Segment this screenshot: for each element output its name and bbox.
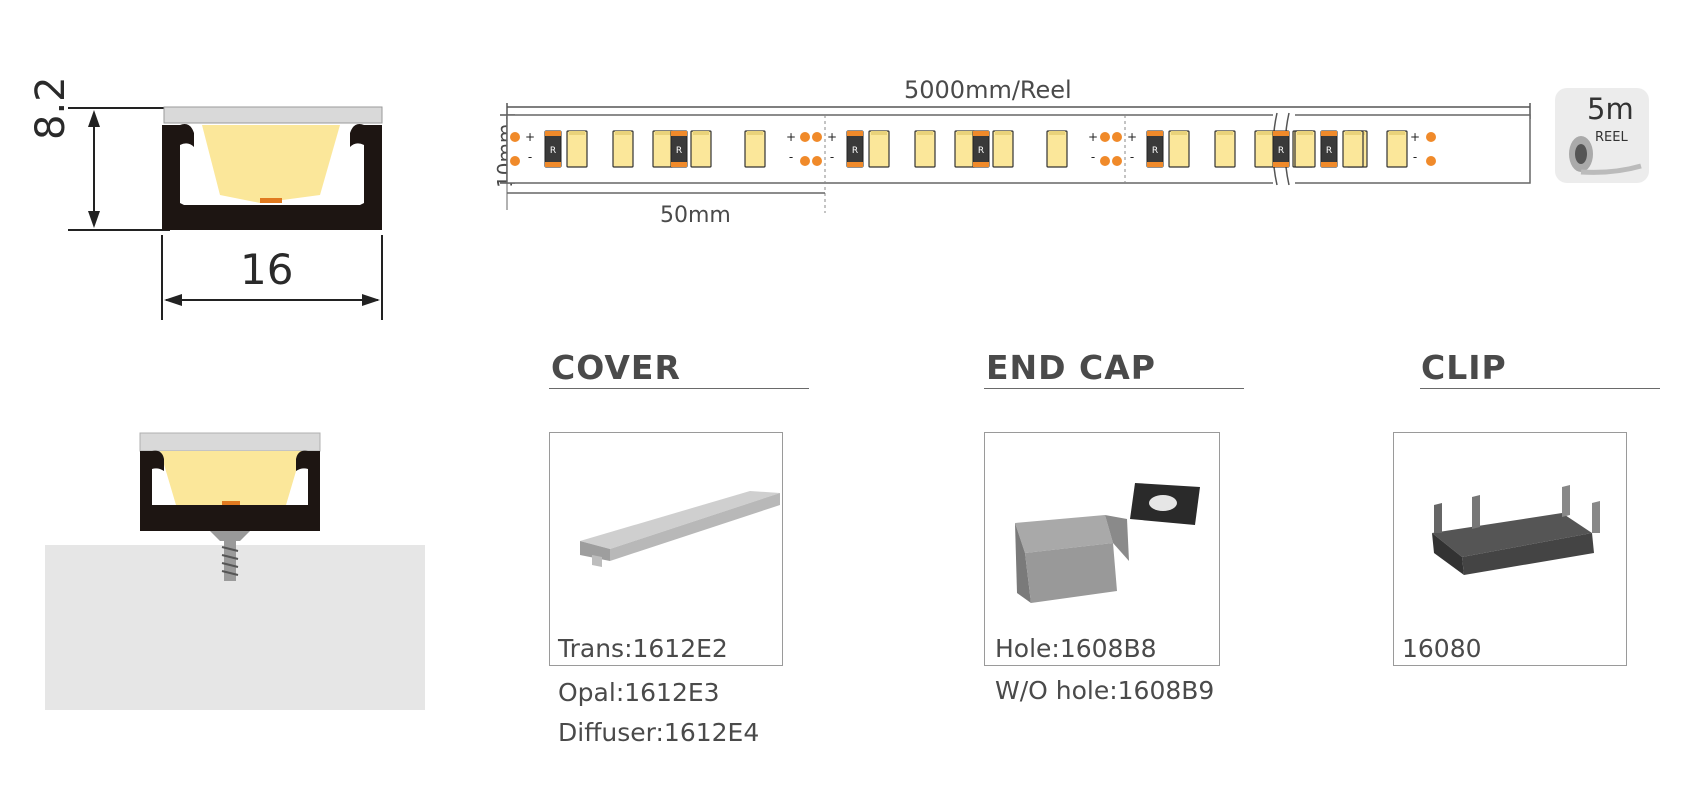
reel-roll-icon (1569, 136, 1642, 175)
led-chip (1214, 130, 1236, 168)
mounted-profile-illustration (45, 432, 425, 710)
reel-icon: 5m REEL (1555, 88, 1649, 183)
cover-code-1: Trans:1612E2 (558, 634, 728, 663)
cover-code-2: Opal:1612E3 (558, 678, 720, 707)
end-cap-code-2: W/O hole:1608B9 (995, 676, 1215, 705)
resistor-mark: R (1326, 146, 1332, 156)
solder-pad (1112, 132, 1122, 142)
led-chip (1046, 130, 1068, 168)
solder-pad (812, 132, 822, 142)
resistor-mark: R (1152, 146, 1158, 156)
solder-pad (510, 156, 520, 166)
led-chip (566, 130, 588, 168)
cover-heading: COVER (551, 348, 681, 387)
led-chip (1294, 130, 1316, 168)
cover-code-3: Diffuser:1612E4 (558, 718, 760, 747)
polarity-sign: - (1413, 150, 1417, 164)
led-chip (652, 130, 674, 168)
resistor-mark: R (1278, 146, 1284, 156)
strip-cut-label: 50mm (660, 203, 731, 228)
led-chip (868, 130, 890, 168)
polarity-sign: + (1088, 130, 1098, 144)
polarity-sign: - (1091, 150, 1095, 164)
polarity-sign: - (830, 150, 834, 164)
solder-pad (812, 156, 822, 166)
led-chip (954, 130, 976, 168)
polarity-sign: + (1410, 130, 1420, 144)
led-strip-diagram: +-RR+-+-RR+-+-RR+-R+- (500, 103, 1531, 213)
polarity-sign: - (528, 150, 532, 164)
cover-part-illustration (580, 491, 780, 567)
cover-image-box (549, 432, 783, 666)
led-chip (744, 130, 766, 168)
clip-heading-rule (1420, 388, 1660, 389)
reel-caption: REEL (1595, 130, 1628, 145)
solder-pad (1100, 132, 1110, 142)
profile-cross-section (68, 106, 383, 320)
led-chip (1168, 130, 1190, 168)
led-chip (992, 130, 1014, 168)
led-chip (1342, 130, 1364, 168)
led-chip (612, 130, 634, 168)
end-cap-heading: END CAP (986, 348, 1156, 387)
clip-heading: CLIP (1421, 348, 1507, 387)
end-cap-code-1: Hole:1608B8 (995, 634, 1157, 663)
clip-code-1: 16080 (1402, 634, 1482, 663)
polarity-sign: - (789, 150, 793, 164)
led-chip (1254, 130, 1276, 168)
solder-pad (1426, 156, 1436, 166)
end-cap-image-box (984, 432, 1220, 666)
resistor-mark: R (852, 146, 858, 156)
solder-pad (1426, 132, 1436, 142)
resistor-mark: R (978, 146, 984, 156)
polarity-sign: - (1130, 150, 1134, 164)
end-cap-heading-rule (984, 388, 1244, 389)
profile-height-label: 8.2 (28, 76, 74, 140)
led-chip (1386, 130, 1408, 168)
end-cap-part-illustration (1015, 483, 1200, 603)
led-chip (914, 130, 936, 168)
solder-pad (800, 156, 810, 166)
reel-length-label: 5m (1587, 92, 1634, 126)
clip-part-illustration (1432, 485, 1600, 575)
polarity-sign: + (525, 130, 535, 144)
polarity-sign: + (786, 130, 796, 144)
polarity-sign: + (827, 130, 837, 144)
resistor-mark: R (676, 146, 682, 156)
resistor-mark: R (550, 146, 556, 156)
solder-pad (1100, 156, 1110, 166)
strip-length-label: 5000mm/Reel (904, 76, 1072, 104)
solder-pad (800, 132, 810, 142)
solder-pad (510, 132, 520, 142)
polarity-sign: + (1127, 130, 1137, 144)
clip-image-box (1393, 432, 1627, 666)
cover-heading-rule (549, 388, 809, 389)
led-chip (690, 130, 712, 168)
solder-pad (1112, 156, 1122, 166)
profile-width-label: 16 (240, 245, 294, 294)
